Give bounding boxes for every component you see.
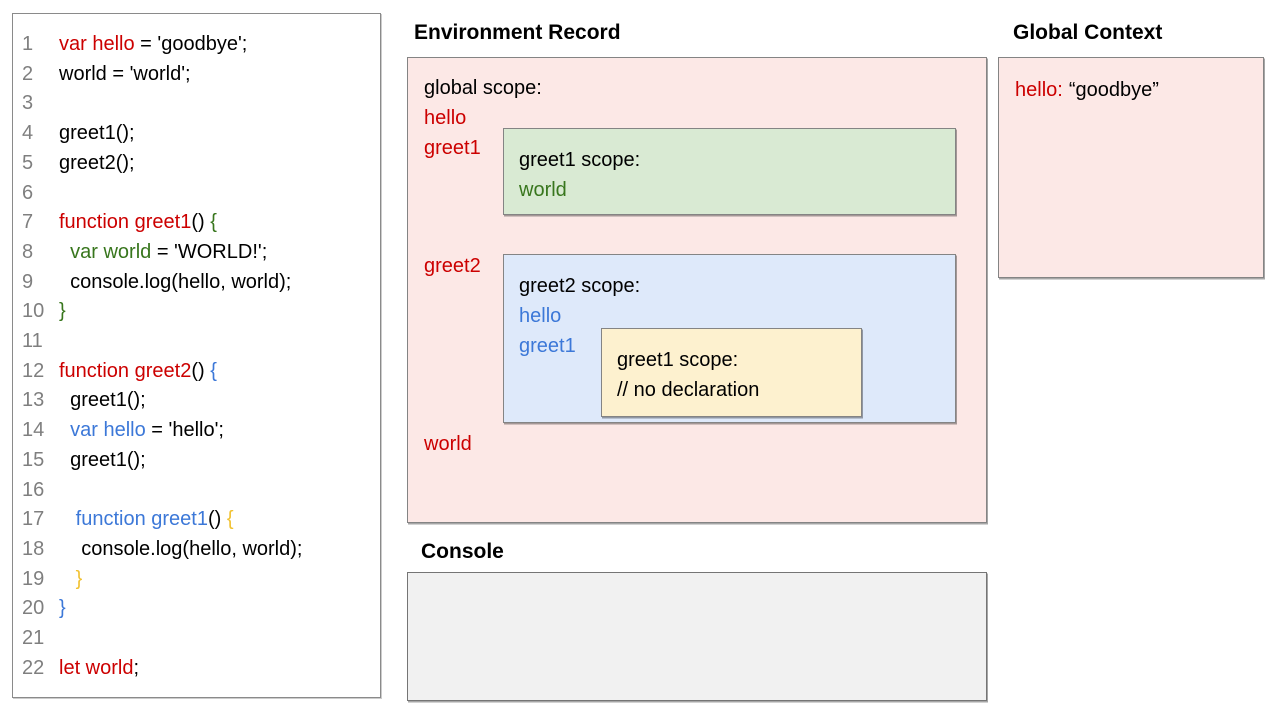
code-text: var hello = 'goodbye'; — [59, 33, 248, 55]
code-text: function greet1() { — [59, 211, 217, 234]
line-number: 1 — [22, 33, 34, 55]
line-number: 5 — [22, 151, 34, 174]
greet2-scope-label: greet2 scope: — [519, 275, 641, 297]
line-number: 18 — [22, 537, 45, 560]
code-text: let world; — [59, 656, 140, 679]
line-number: 4 — [22, 122, 34, 145]
code-line: 9 console.log(hello, world); — [13, 268, 380, 298]
code-line: 15 greet1(); — [13, 446, 380, 476]
code-text: world = 'world'; — [59, 62, 191, 85]
code-line: 11 — [13, 327, 380, 357]
line-number: 7 — [22, 211, 34, 234]
code-line: 3 — [13, 89, 380, 119]
code-text: console.log(hello, world); — [59, 270, 292, 293]
line-number: 11 — [22, 330, 43, 353]
global-context-title: Global Context — [1013, 21, 1163, 44]
environment-record-box: global scope: hello greet1 greet2 world … — [407, 57, 987, 523]
environment-record-title: Environment Record — [414, 21, 621, 44]
code-text: } — [59, 300, 66, 323]
line-number: 2 — [22, 62, 34, 85]
code-line: 22 let world; — [13, 654, 380, 684]
console-box — [407, 572, 987, 701]
code-line: 2 world = 'world'; — [13, 60, 380, 90]
nested-greet1-scope-label: greet1 scope: — [617, 349, 739, 371]
code-line: 5 greet2(); — [13, 149, 380, 179]
line-number: 21 — [22, 627, 45, 650]
code-line: 12 function greet2() { — [13, 357, 380, 387]
global-var-greet1: greet1 — [424, 137, 481, 159]
line-number: 3 — [22, 92, 34, 115]
code-text: greet1(); — [59, 389, 146, 412]
greet1-scope-box: greet1 scope: world — [503, 128, 956, 215]
line-number: 19 — [22, 567, 45, 590]
code-text: greet1(); — [59, 448, 146, 471]
global-context-box: hello:“goodbye” — [998, 57, 1264, 278]
greet2-scope-var-greet1: greet1 — [519, 335, 576, 357]
global-var-hello: hello — [424, 107, 467, 129]
line-number: 16 — [22, 478, 45, 501]
code-text: function greet1() { — [75, 508, 234, 531]
code-line: 6 — [13, 179, 380, 209]
line-number: 14 — [22, 419, 45, 442]
code-line: 1 var hello = 'goodbye'; — [13, 30, 380, 60]
global-context-entry-key: hello: — [1015, 79, 1063, 101]
greet1-scope-var-world: world — [519, 179, 567, 201]
code-lines: 1 var hello = 'goodbye'; 2 world = 'world';… — [13, 30, 380, 683]
nested-greet1-scope-comment: // no declaration — [617, 379, 760, 401]
code-line: 20} — [13, 594, 380, 624]
code-line: 10} — [13, 297, 380, 327]
line-number: 12 — [22, 359, 45, 382]
greet2-scope-var-hello: hello — [519, 305, 562, 327]
global-context-entry: hello:“goodbye” — [1015, 75, 1247, 105]
code-text: } — [59, 597, 66, 620]
greet1-scope-label: greet1 scope: — [519, 149, 641, 171]
line-number: 15 — [22, 448, 45, 471]
code-text: var hello = 'hello'; — [70, 419, 224, 442]
code-line: 7 function greet1() { — [13, 208, 380, 238]
code-line: 18 console.log(hello, world); — [13, 535, 380, 565]
greet2-scope-box: greet2 scope: hello greet1 greet1 scope:… — [503, 254, 956, 423]
code-line: 21 — [13, 624, 380, 654]
line-number: 10 — [22, 300, 45, 323]
global-var-world: world — [424, 433, 472, 455]
code-panel: 1 var hello = 'goodbye'; 2 world = 'world';… — [12, 13, 381, 698]
code-line: 8 var world = 'WORLD!'; — [13, 238, 380, 268]
global-var-greet2: greet2 — [424, 255, 481, 277]
code-text: var world = 'WORLD!'; — [70, 240, 268, 263]
code-line: 16 — [13, 476, 380, 506]
code-line: 17 function greet1() { — [13, 505, 380, 535]
line-number: 22 — [22, 656, 45, 679]
line-number: 9 — [22, 270, 34, 293]
line-number: 6 — [22, 181, 34, 204]
line-number: 20 — [22, 597, 45, 620]
nested-greet1-scope-box: greet1 scope: // no declaration — [601, 328, 862, 417]
code-text: function greet2() { — [59, 359, 217, 382]
code-text: } — [75, 567, 83, 590]
code-text: greet2(); — [59, 151, 135, 174]
code-line: 14 var hello = 'hello'; — [13, 416, 380, 446]
global-context-entry-value: “goodbye” — [1068, 79, 1159, 101]
line-number: 8 — [22, 240, 34, 263]
global-scope-label: global scope: — [424, 77, 542, 99]
console-title: Console — [421, 540, 504, 563]
code-text: greet1(); — [59, 122, 135, 145]
code-line: 4 greet1(); — [13, 119, 380, 149]
line-number: 17 — [22, 508, 45, 531]
code-line: 19 } — [13, 565, 380, 595]
line-number: 13 — [22, 389, 45, 412]
code-text: console.log(hello, world); — [59, 537, 303, 560]
code-line: 13 greet1(); — [13, 386, 380, 416]
